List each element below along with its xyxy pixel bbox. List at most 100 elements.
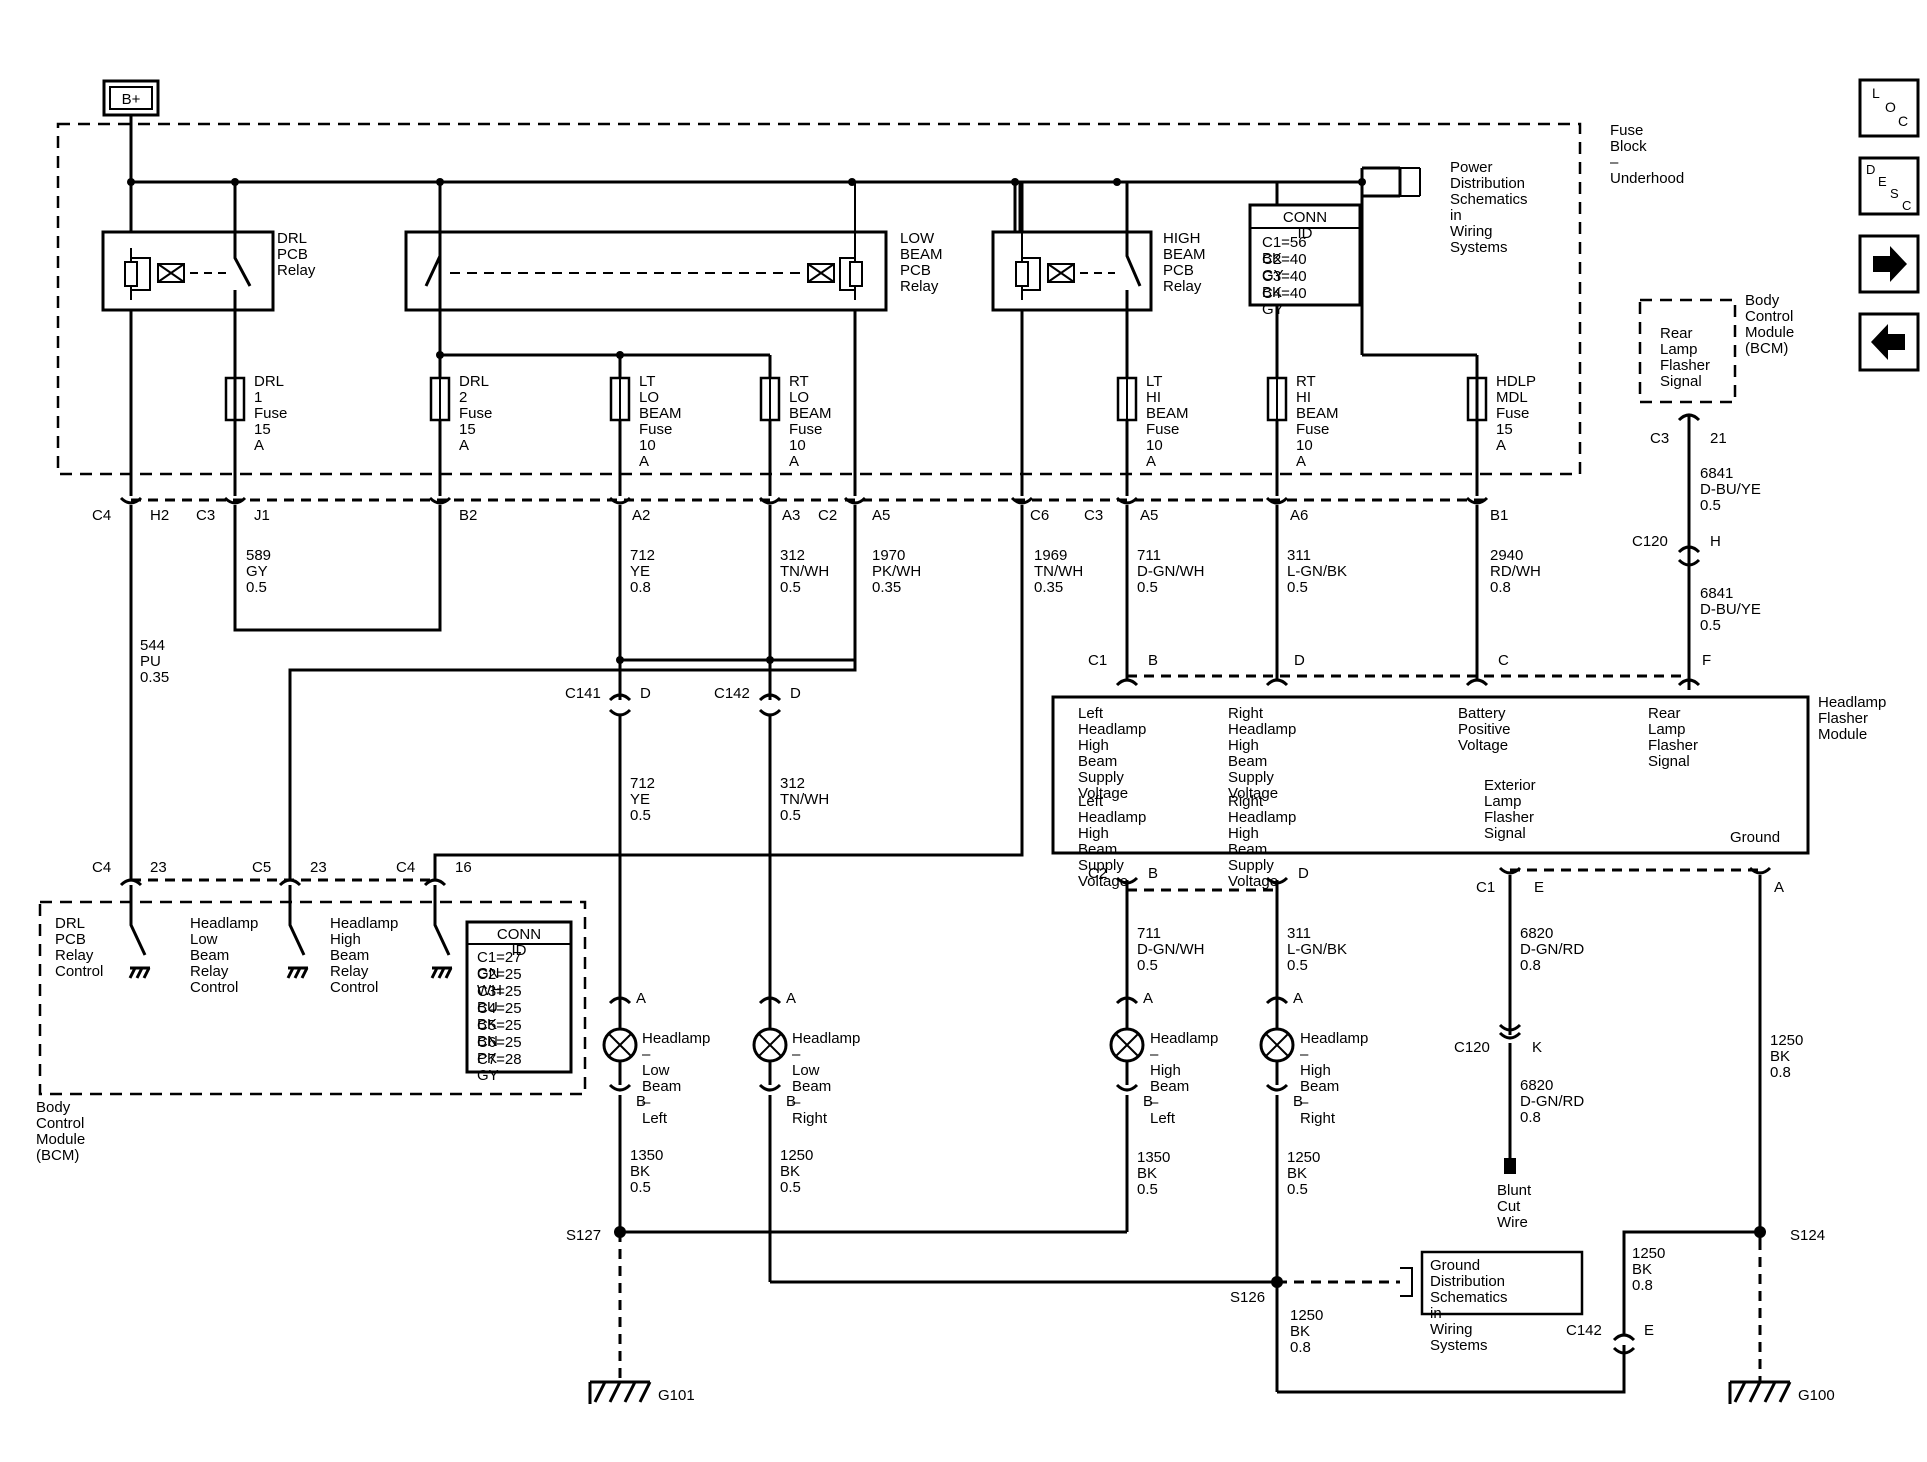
svg-text:C141: C141 — [565, 685, 601, 702]
lamp-low-beam-left — [602, 996, 638, 1092]
svg-text:B2: B2 — [459, 507, 477, 524]
svg-text:B: B — [1148, 865, 1158, 882]
fuse-block-boundary — [56, 122, 1582, 476]
svg-text:16: 16 — [455, 859, 472, 876]
svg-text:A5: A5 — [1140, 507, 1158, 524]
description-icon[interactable]: D E S C — [1858, 156, 1920, 216]
flasher-top-connectors — [1115, 678, 1701, 687]
svg-text:A5: A5 — [872, 507, 890, 524]
svg-text:C4: C4 — [92, 507, 111, 524]
bcm-bottom-boundary — [38, 900, 587, 1096]
svg-text:C5: C5 — [252, 859, 271, 876]
bcm-bottom-connectors — [119, 878, 447, 887]
headlamp-flasher-module-box — [1051, 695, 1810, 855]
svg-text:C1: C1 — [1088, 652, 1107, 669]
svg-text:A6: A6 — [1290, 507, 1308, 524]
svg-text:E: E — [1534, 879, 1544, 896]
svg-text:G100: G100 — [1798, 1387, 1835, 1404]
svg-text:H: H — [1710, 533, 1721, 550]
svg-text:A: A — [1293, 990, 1303, 1007]
svg-text:C: C — [1898, 113, 1908, 129]
svg-text:L: L — [1872, 85, 1880, 101]
svg-text:C120: C120 — [1632, 533, 1668, 550]
location-icon[interactable]: L O C — [1858, 78, 1920, 138]
bcm-top-boundary — [1638, 298, 1737, 404]
svg-text:C3: C3 — [1650, 430, 1669, 447]
svg-text:23: 23 — [310, 859, 327, 876]
svg-text:C1: C1 — [1476, 879, 1495, 896]
svg-text:S: S — [1890, 186, 1899, 201]
svg-text:S126: S126 — [1230, 1289, 1265, 1306]
svg-text:E: E — [1644, 1322, 1654, 1339]
svg-text:O: O — [1885, 99, 1896, 115]
svg-text:C3: C3 — [1084, 507, 1103, 524]
svg-text:D: D — [790, 685, 801, 702]
svg-text:K: K — [1532, 1039, 1542, 1056]
svg-text:H2: H2 — [150, 507, 169, 524]
svg-text:C3: C3 — [196, 507, 215, 524]
svg-text:J1: J1 — [254, 507, 270, 524]
svg-text:C: C — [1498, 652, 1509, 669]
arrow-left-icon[interactable] — [1858, 312, 1920, 372]
svg-text:B1: B1 — [1490, 507, 1508, 524]
svg-text:C120: C120 — [1454, 1039, 1490, 1056]
arrow-right-icon[interactable] — [1858, 234, 1920, 294]
svg-text:A: A — [636, 990, 646, 1007]
battery-source-label: B+ — [122, 91, 141, 108]
svg-text:B: B — [786, 1093, 796, 1110]
svg-text:A3: A3 — [782, 507, 800, 524]
svg-text:D: D — [640, 685, 651, 702]
svg-text:F: F — [1702, 652, 1711, 669]
svg-text:E: E — [1878, 174, 1887, 189]
